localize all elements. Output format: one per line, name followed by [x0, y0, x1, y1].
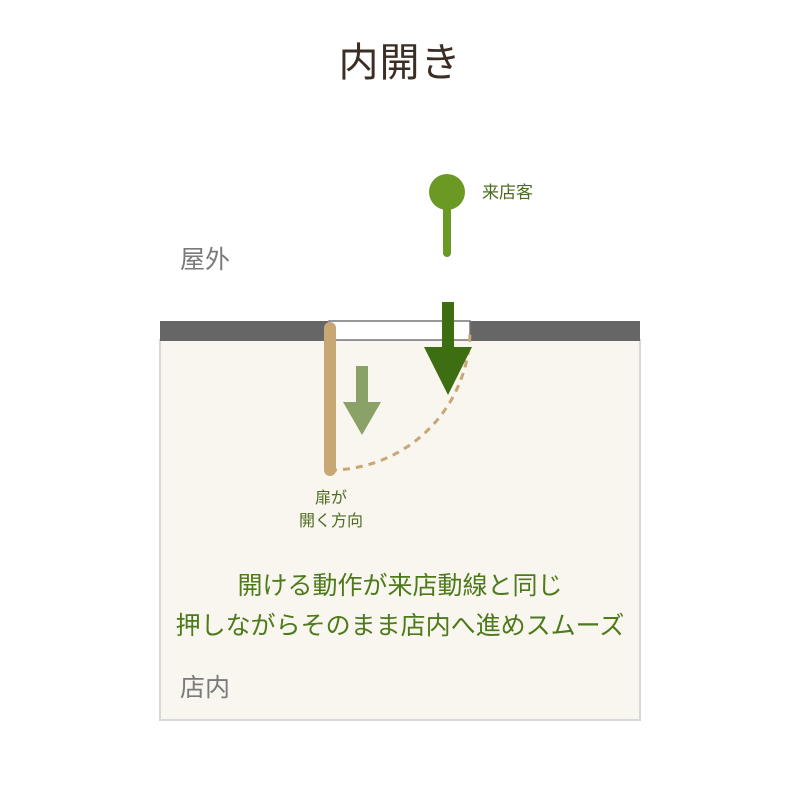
customer-label: 来店客 [482, 183, 533, 203]
door-direction-label-line1: 扉が [314, 488, 347, 507]
door-direction-label-line2: 開く方向 [298, 511, 363, 530]
message-line-2: 押しながらそのまま店内へ進めスムーズ [175, 611, 625, 640]
customer-marker-icon [429, 174, 465, 257]
door-swing-path [329, 329, 472, 472]
customer-walk-arrow-icon [424, 302, 472, 395]
inside-label: 店内 [180, 673, 231, 702]
page-title: 内開き [338, 40, 462, 86]
door-direction-label: 扉が 開く方向 [286, 486, 376, 532]
message-line-1: 開ける動作が来店動線と同じ [237, 571, 563, 600]
wall-left [160, 321, 328, 341]
wall-right [470, 321, 640, 341]
outside-label: 屋外 [180, 245, 231, 274]
door-direction-arrow-icon [343, 366, 381, 435]
store-interior [159, 339, 641, 721]
